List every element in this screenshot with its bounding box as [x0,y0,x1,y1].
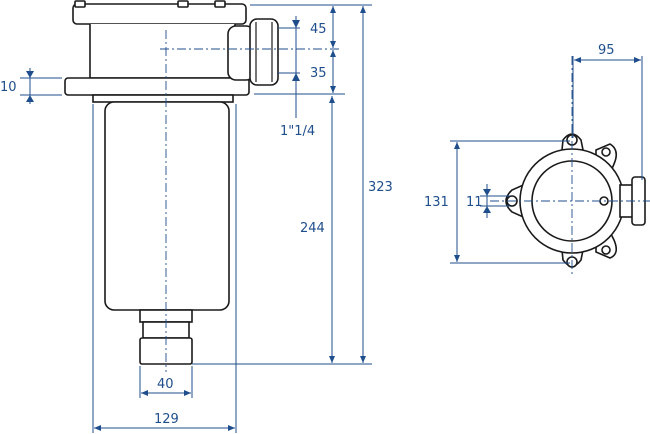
dim-11-arrow-top [483,189,491,196]
dim-131-label: 131 [424,195,449,210]
dim-45-label: 45 [310,22,327,37]
cover-bolt-right [214,0,226,8]
dim-35-label: 35 [310,66,327,81]
dim-95-label: 95 [598,43,615,58]
flange-nut-bottom-right [601,245,611,255]
dim-40-label: 40 [157,377,174,392]
side-view: 45 35 1"1/4 10 323 244 40 [0,0,393,433]
dim-323-label: 323 [368,180,393,195]
dim-10-arrow-bottom [26,95,34,102]
head-housing [89,24,236,79]
cover-bolt-center [177,0,189,8]
flange-nut-top-right [601,147,611,157]
filter-bowl [104,101,230,311]
dim-11-label: 11 [466,195,483,210]
mounting-flange [64,77,250,96]
inlet-port-detail [255,22,273,82]
thread-arrow-bottom [292,73,300,81]
dim-10-label: 10 [0,80,17,95]
thread-label: 1"1/4 [280,124,315,139]
dim-129-label: 129 [154,412,179,427]
inlet-port-nut [249,18,279,86]
top-view: 95 131 11 [424,43,650,275]
thread-arrow-top [292,20,300,28]
dim-10-arrow-top [26,71,34,78]
dim-11-arrow-bottom [483,206,491,213]
dim-244-label: 244 [300,221,325,236]
cover-bolt-left [74,0,86,8]
bowl-collar [92,94,234,103]
